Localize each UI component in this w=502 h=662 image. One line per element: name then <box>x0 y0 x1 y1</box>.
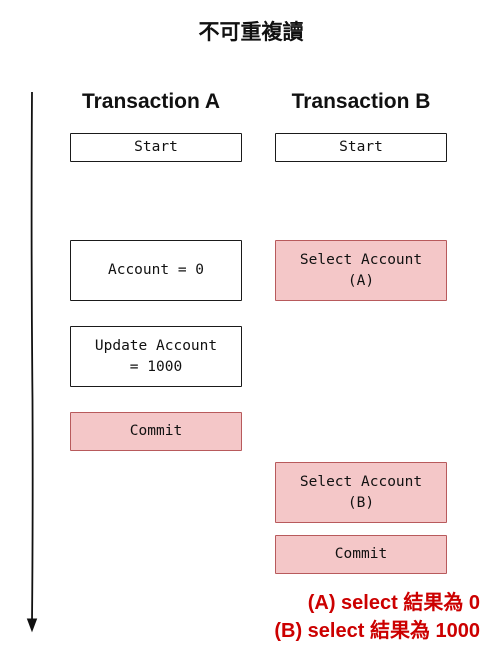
transaction-a-commit-step: Commit <box>70 412 242 451</box>
time-axis-line <box>30 91 34 623</box>
column-header-transaction-a: Transaction A <box>81 90 221 113</box>
diagram-title: 不可重複讀 <box>198 20 304 44</box>
transaction-b-select-a-step: Select Account (A) <box>275 240 447 301</box>
transaction-b-select-b-step: Select Account (B) <box>275 462 447 523</box>
transaction-a-update-step: Update Account = 1000 <box>70 326 242 387</box>
column-header-transaction-b: Transaction B <box>291 90 431 113</box>
transaction-b-commit-step: Commit <box>275 535 447 574</box>
transaction-a-start-step: Start <box>70 133 242 162</box>
result-a-note: (A) select 結果為 0 <box>307 592 480 614</box>
result-b-note: (B) select 結果為 1000 <box>274 620 480 642</box>
transaction-a-account-step: Account = 0 <box>70 240 242 301</box>
time-axis-arrowhead <box>26 618 38 633</box>
transaction-b-start-step: Start <box>275 133 447 162</box>
